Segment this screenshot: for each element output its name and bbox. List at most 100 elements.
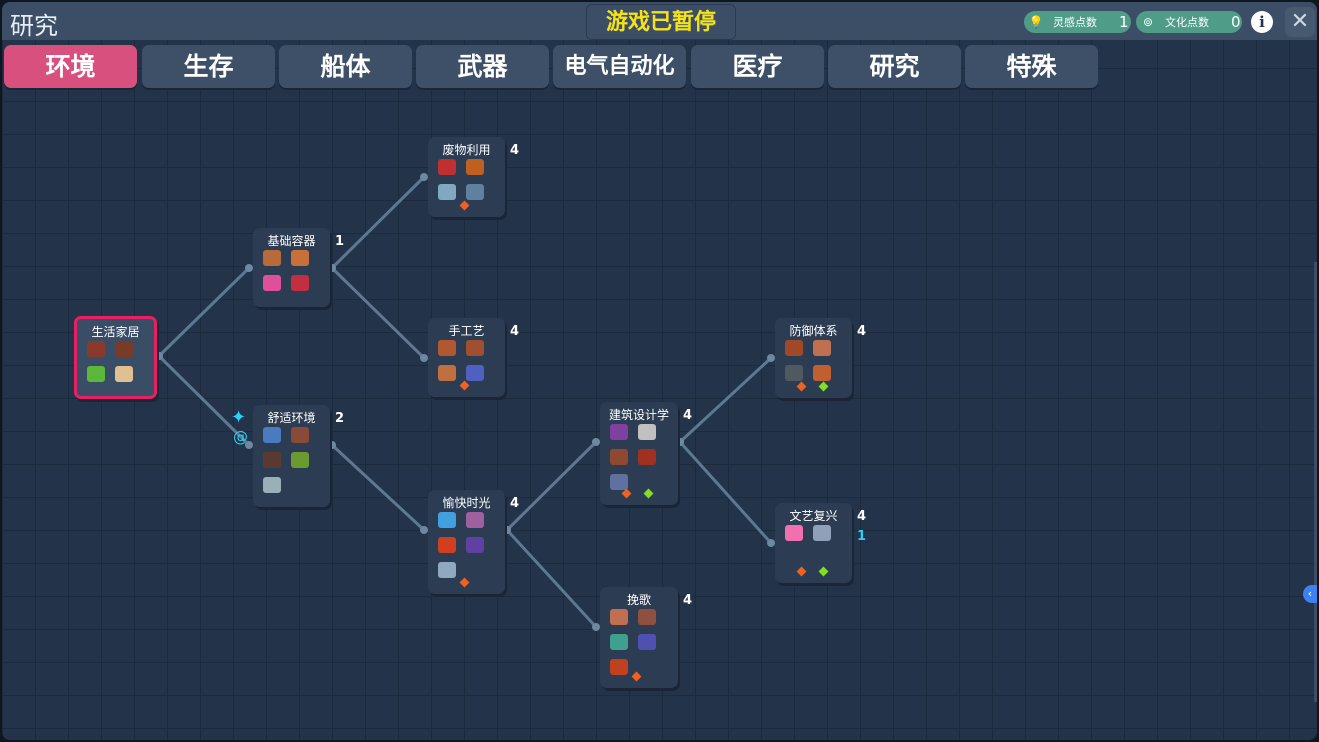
item-icon[interactable] [466, 537, 484, 553]
item-icon[interactable] [813, 365, 831, 381]
item-icon[interactable] [638, 424, 656, 440]
info-icon[interactable]: i [1251, 11, 1273, 33]
tab-6[interactable]: 研究 [828, 45, 961, 88]
tech-node-count: 4 [856, 509, 866, 524]
item-icon[interactable] [438, 365, 456, 381]
cost-diamond-icon [621, 488, 632, 499]
item-icon[interactable] [263, 275, 281, 291]
tech-node-count: 4 [509, 143, 519, 158]
tech-link [678, 440, 773, 545]
tech-node[interactable]: 文艺复兴 4 1 [775, 503, 866, 583]
tech-node-count-secondary: 1 [856, 529, 866, 544]
link-dot [592, 623, 600, 631]
tech-link [157, 266, 251, 358]
tech-node-count: 4 [856, 324, 866, 339]
tech-node-name: 愉快时光 [442, 496, 491, 510]
link-dot [767, 354, 775, 362]
item-icon[interactable] [115, 341, 133, 357]
item-icon[interactable] [438, 512, 456, 528]
cost-diamond-icon [818, 566, 829, 577]
game-paused-banner: 游戏已暂停 [586, 4, 736, 40]
tech-node-count: 4 [682, 593, 692, 608]
item-icon[interactable] [610, 474, 628, 490]
item-icon[interactable] [638, 449, 656, 465]
tech-node[interactable]: 生活家居 [74, 316, 157, 399]
culture-points: ⊚ 文化点数 0 [1136, 11, 1242, 33]
item-icon[interactable] [438, 159, 456, 175]
tech-node-count: 2 [334, 411, 344, 426]
item-icon[interactable] [263, 452, 281, 468]
item-icon[interactable] [610, 659, 628, 675]
item-icon[interactable] [785, 340, 803, 356]
item-icon[interactable] [438, 537, 456, 553]
close-button[interactable]: ✕ [1285, 7, 1315, 37]
item-icon[interactable] [813, 525, 831, 541]
item-icon[interactable] [466, 184, 484, 200]
tab-4[interactable]: 电气自动化 [553, 45, 686, 88]
link-dot [328, 441, 336, 449]
item-icon[interactable] [87, 366, 105, 382]
item-icon[interactable] [291, 427, 309, 443]
tab-3[interactable]: 武器 [416, 45, 549, 88]
link-dot [676, 438, 684, 446]
side-panel-toggle[interactable]: ‹ [1303, 585, 1317, 603]
item-icon[interactable] [813, 340, 831, 356]
tech-node-name: 文艺复兴 [789, 509, 838, 523]
item-icon[interactable] [291, 275, 309, 291]
scrollbar[interactable] [1314, 262, 1317, 702]
item-icon[interactable] [263, 427, 281, 443]
item-icon[interactable] [785, 525, 803, 541]
item-icon[interactable] [638, 634, 656, 650]
item-icon[interactable] [610, 634, 628, 650]
item-icon[interactable] [291, 452, 309, 468]
tab-1[interactable]: 生存 [142, 45, 275, 88]
item-icon[interactable] [610, 449, 628, 465]
link-dot [420, 526, 428, 534]
tab-7[interactable]: 特殊 [965, 45, 1098, 88]
tech-node[interactable]: 手工艺 4 [428, 318, 519, 397]
tab-2[interactable]: 船体 [279, 45, 412, 88]
tab-0[interactable]: 环境 [4, 45, 137, 88]
cost-diamond-icon [643, 488, 654, 499]
link-dot [155, 352, 163, 360]
item-icon[interactable] [466, 512, 484, 528]
item-icon[interactable] [785, 365, 803, 381]
item-icon[interactable] [466, 159, 484, 175]
item-icon[interactable] [638, 609, 656, 625]
item-icon[interactable] [115, 366, 133, 382]
tech-link [330, 443, 426, 532]
item-icon[interactable] [610, 609, 628, 625]
item-icon[interactable] [438, 184, 456, 200]
lightbulb-icon: 💡 [1028, 15, 1044, 29]
tech-link [330, 175, 426, 270]
item-icon[interactable] [466, 365, 484, 381]
cost-diamond-icon [796, 566, 807, 577]
item-icon[interactable] [610, 424, 628, 440]
inspiration-label: 灵感点数 [1053, 16, 1097, 29]
tab-5[interactable]: 医疗 [691, 45, 824, 88]
sparkle-icon: ✦ [231, 407, 247, 428]
cost-diamond-icon [818, 381, 829, 392]
item-icon[interactable] [263, 250, 281, 266]
tech-node-name: 建筑设计学 [608, 408, 669, 422]
tech-link [505, 528, 598, 629]
item-icon[interactable] [87, 341, 105, 357]
tech-node-count: 4 [509, 324, 519, 339]
item-icon[interactable] [438, 562, 456, 578]
item-icon[interactable] [291, 250, 309, 266]
tech-node-name: 手工艺 [448, 324, 485, 338]
item-icon[interactable] [438, 340, 456, 356]
item-icon[interactable] [263, 477, 281, 493]
tech-node[interactable]: 废物利用 4 [428, 137, 519, 217]
cost-diamond-icon [631, 671, 642, 682]
tech-node-name: 废物利用 [442, 143, 491, 157]
item-icon[interactable] [466, 340, 484, 356]
